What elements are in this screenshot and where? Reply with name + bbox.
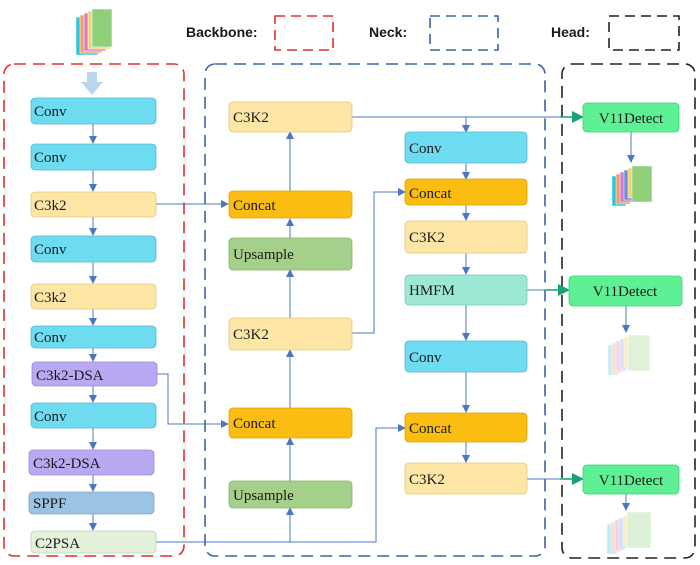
head-detect-1-label: V11Detect (599, 111, 664, 127)
backbone-c3k2-2-label: C3k2 (34, 290, 67, 306)
neck-right-c3k2-1 (404, 220, 528, 254)
neck-upsample-2-label: Upsample (233, 488, 294, 504)
backbone-conv-5 (30, 402, 157, 429)
neck-right-c3k2-2 (404, 462, 528, 495)
head-detect-3-label: V11Detect (599, 473, 664, 489)
head-detect-3 (582, 464, 680, 495)
backbone-blocks: Conv Conv C3k2 Conv C3k2 Conv C3k2-DSA C… (28, 97, 158, 554)
connectors (89, 116, 582, 543)
backbone-conv-2 (30, 143, 157, 171)
neck-concat-2-label: Concat (233, 416, 276, 432)
backbone-c3k2-dsa-1 (31, 361, 158, 387)
neck-right-concat-1-label: Concat (409, 186, 452, 202)
neck-right-conv-2-label: Conv (409, 350, 442, 366)
backbone-c3k2-dsa-1-label: C3k2-DSA (36, 368, 104, 384)
head-blocks: V11Detect V11Detect V11Detect (568, 102, 683, 495)
backbone-c2psa (30, 530, 157, 554)
neck-concat-2 (228, 407, 353, 439)
neck-concat-1 (228, 190, 353, 219)
legend: Backbone: Neck: Head: (186, 15, 680, 51)
legend-backbone-swatch (274, 15, 334, 51)
backbone-c3k2-dsa-2-label: C3k2-DSA (33, 456, 101, 472)
backbone-c3k2-1-label: C3k2 (34, 198, 67, 214)
backbone-conv-2-label: Conv (34, 150, 67, 166)
neck-c3k2-mid (228, 317, 353, 351)
output-stack-2-icon (607, 334, 651, 376)
neck-hmfm (404, 274, 528, 306)
output-stack-1-icon (611, 165, 653, 207)
legend-head-swatch (608, 15, 680, 51)
neck-c3k2-top-label: C3K2 (233, 110, 269, 126)
neck-c3k2-mid-label: C3K2 (233, 327, 269, 343)
legend-neck-swatch (429, 15, 499, 51)
neck-concat-1-label: Concat (233, 198, 276, 214)
backbone-conv-1 (30, 97, 157, 125)
neck-upsample-2 (228, 480, 353, 509)
backbone-c3k2-1 (30, 191, 157, 218)
legend-backbone-label: Backbone: (186, 24, 258, 40)
head-detect-2 (568, 275, 683, 307)
head-detect-2-label: V11Detect (593, 284, 658, 300)
neck-c3k2-top (228, 101, 353, 133)
legend-neck-label: Neck: (369, 24, 407, 40)
backbone-conv-5-label: Conv (34, 409, 67, 425)
backbone-c3k2-dsa-2 (28, 449, 155, 476)
backbone-sppf-label: SPPF (33, 496, 66, 512)
input-image-icon (75, 8, 113, 56)
head-detect-1 (582, 102, 680, 133)
neck-right-conv-1 (404, 131, 528, 164)
legend-head-label: Head: (551, 24, 590, 40)
neck-right-concat-1 (404, 178, 528, 206)
backbone-c3k2-2 (30, 283, 157, 310)
neck-left-blocks: C3K2 Concat Upsample C3K2 Concat Upsampl… (228, 101, 353, 509)
backbone-conv-4 (30, 325, 157, 349)
output-stack-3-icon (606, 511, 652, 555)
backbone-border (3, 63, 185, 557)
neck-right-conv-1-label: Conv (409, 141, 442, 157)
neck-upsample-1-label: Upsample (233, 247, 294, 263)
backbone-conv-3 (30, 235, 157, 263)
backbone-conv-3-label: Conv (34, 242, 67, 258)
input-arrow-icon (81, 72, 103, 95)
neck-border (204, 63, 546, 557)
backbone-conv-1-label: Conv (34, 104, 67, 120)
neck-right-c3k2-2-label: C3K2 (409, 472, 445, 488)
backbone-conv-4-label: Conv (34, 330, 67, 346)
neck-right-concat-2-label: Concat (409, 421, 452, 437)
neck-right-concat-2 (404, 412, 528, 443)
head-border (561, 63, 696, 559)
neck-right-c3k2-1-label: C3K2 (409, 230, 445, 246)
backbone-c2psa-label: C2PSA (35, 536, 80, 552)
backbone-sppf (28, 491, 155, 515)
neck-hmfm-label: HMFM (409, 283, 455, 299)
neck-right-blocks: Conv Concat C3K2 HMFM Conv Concat C3K2 (404, 131, 528, 495)
neck-upsample-1 (228, 237, 353, 271)
neck-right-conv-2 (404, 340, 528, 373)
